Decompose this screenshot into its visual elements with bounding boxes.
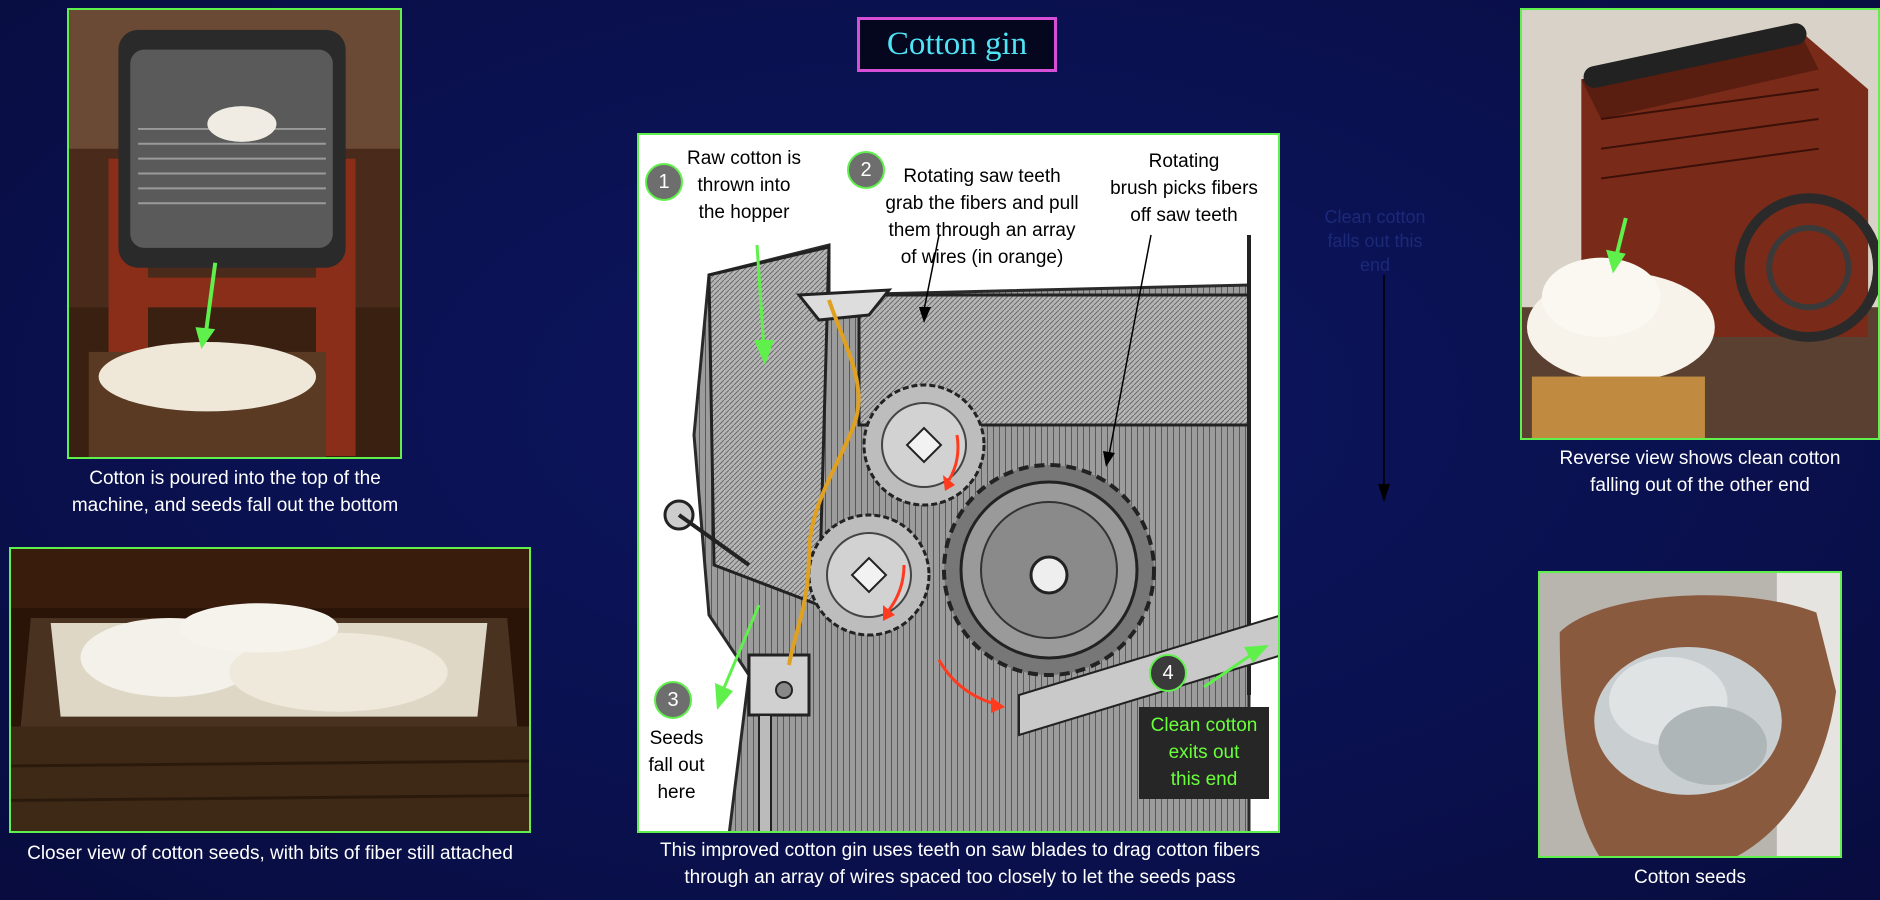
photo-gin-front: [67, 8, 402, 459]
brush-label: Rotating brush picks fibers off saw teet…: [1110, 151, 1258, 226]
faint-arrow: [1378, 275, 1390, 502]
photo-seeds-box: [9, 547, 531, 833]
step-3-badge: 3: [654, 681, 692, 719]
step-1-badge: 1: [645, 163, 683, 201]
caption-seeds-box: Closer view of cotton seeds, with bits o…: [27, 843, 513, 864]
step-2-badge: 2: [847, 151, 885, 189]
photo-hand-seeds: [1538, 571, 1842, 858]
step-4-badge: 4: [1149, 654, 1187, 692]
faint-note: Clean cotton falls out this end: [1324, 207, 1426, 275]
caption-hand-seeds: Cotton seeds: [1634, 867, 1746, 888]
page-title-box: Cotton gin: [857, 17, 1057, 72]
page-title: Cotton gin: [886, 26, 1028, 62]
step-1-label: Raw cotton is thrown into the hopper: [686, 148, 802, 223]
gin-diagram: 1 Raw cotton is thrown into the hopper 2…: [637, 133, 1280, 833]
saw-blade-upper: [862, 383, 986, 507]
caption-gin-reverse: Reverse view shows clean cotton falling …: [1559, 448, 1841, 496]
saw-blade-lower: [807, 513, 931, 637]
caption-gin-front: Cotton is poured into the top of the mac…: [71, 468, 399, 516]
step-2-label: Rotating saw teeth grab the fibers and p…: [885, 166, 1079, 268]
step-4-label: Clean cotton exits out this end: [1139, 707, 1269, 799]
caption-diagram: This improved cotton gin uses teeth on s…: [660, 840, 1260, 888]
step-3-label: Seeds fall out here: [648, 728, 705, 803]
brush-wheel: [942, 463, 1156, 677]
photo-gin-reverse: [1520, 8, 1880, 440]
